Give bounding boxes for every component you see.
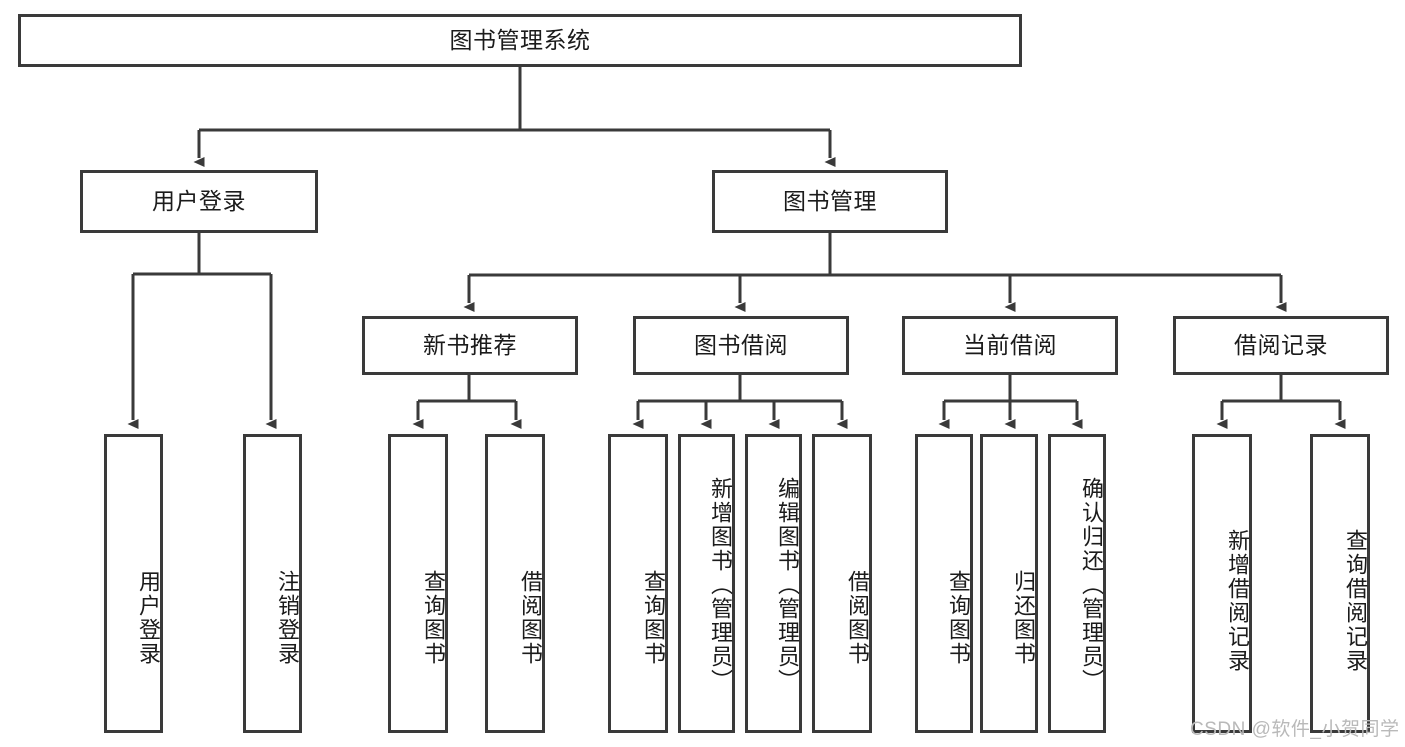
node-leaf-confirm-return[interactable]: 确认归还（管理员） xyxy=(1048,434,1106,733)
node-label: 编辑图书（管理员） xyxy=(775,476,800,693)
node-book-management-system[interactable]: 图书管理系统 xyxy=(18,14,1022,67)
node-label: 图书借阅 xyxy=(694,331,788,358)
node-leaf-user-login[interactable]: 用户登录 xyxy=(104,434,163,733)
node-label: 归还图书 xyxy=(1011,569,1036,666)
node-leaf-borrow-book-1[interactable]: 借阅图书 xyxy=(485,434,545,733)
node-user-login[interactable]: 用户登录 xyxy=(80,170,318,233)
node-label: 查询借阅记录 xyxy=(1343,528,1368,673)
node-leaf-query-book-2[interactable]: 查询图书 xyxy=(608,434,668,733)
node-borrow-record[interactable]: 借阅记录 xyxy=(1173,316,1389,375)
node-label: 图书管理 xyxy=(783,187,877,214)
node-leaf-logout[interactable]: 注销登录 xyxy=(243,434,302,733)
node-leaf-query-record[interactable]: 查询借阅记录 xyxy=(1310,434,1370,733)
node-leaf-add-record[interactable]: 新增借阅记录 xyxy=(1192,434,1252,733)
node-label: 新增图书（管理员） xyxy=(708,476,733,693)
node-label: 借阅记录 xyxy=(1234,331,1328,358)
node-leaf-borrow-book-2[interactable]: 借阅图书 xyxy=(812,434,872,733)
node-label: 图书管理系统 xyxy=(449,26,591,53)
node-label: 查询图书 xyxy=(946,569,971,666)
node-book-borrow[interactable]: 图书借阅 xyxy=(633,316,849,375)
node-label: 确认归还（管理员） xyxy=(1079,476,1104,693)
node-label: 借阅图书 xyxy=(518,569,543,666)
node-leaf-add-book[interactable]: 新增图书（管理员） xyxy=(678,434,735,733)
node-label: 用户登录 xyxy=(152,187,246,214)
node-label: 新增借阅记录 xyxy=(1225,528,1250,673)
node-book-management[interactable]: 图书管理 xyxy=(712,170,948,233)
node-leaf-query-book-3[interactable]: 查询图书 xyxy=(915,434,973,733)
node-label: 注销登录 xyxy=(275,569,300,666)
node-label: 新书推荐 xyxy=(423,331,517,358)
node-label: 查询图书 xyxy=(421,569,446,666)
node-leaf-return-book[interactable]: 归还图书 xyxy=(980,434,1038,733)
node-label: 借阅图书 xyxy=(845,569,870,666)
csdn-watermark: CSDN @软件_小贺同学 xyxy=(1190,719,1400,740)
node-leaf-query-book-1[interactable]: 查询图书 xyxy=(388,434,448,733)
node-new-book-recommend[interactable]: 新书推荐 xyxy=(362,316,578,375)
node-leaf-edit-book[interactable]: 编辑图书（管理员） xyxy=(745,434,802,733)
node-label: 查询图书 xyxy=(641,569,666,666)
node-current-borrow[interactable]: 当前借阅 xyxy=(902,316,1118,375)
node-label: 用户登录 xyxy=(136,569,161,666)
node-label: 当前借阅 xyxy=(963,331,1057,358)
